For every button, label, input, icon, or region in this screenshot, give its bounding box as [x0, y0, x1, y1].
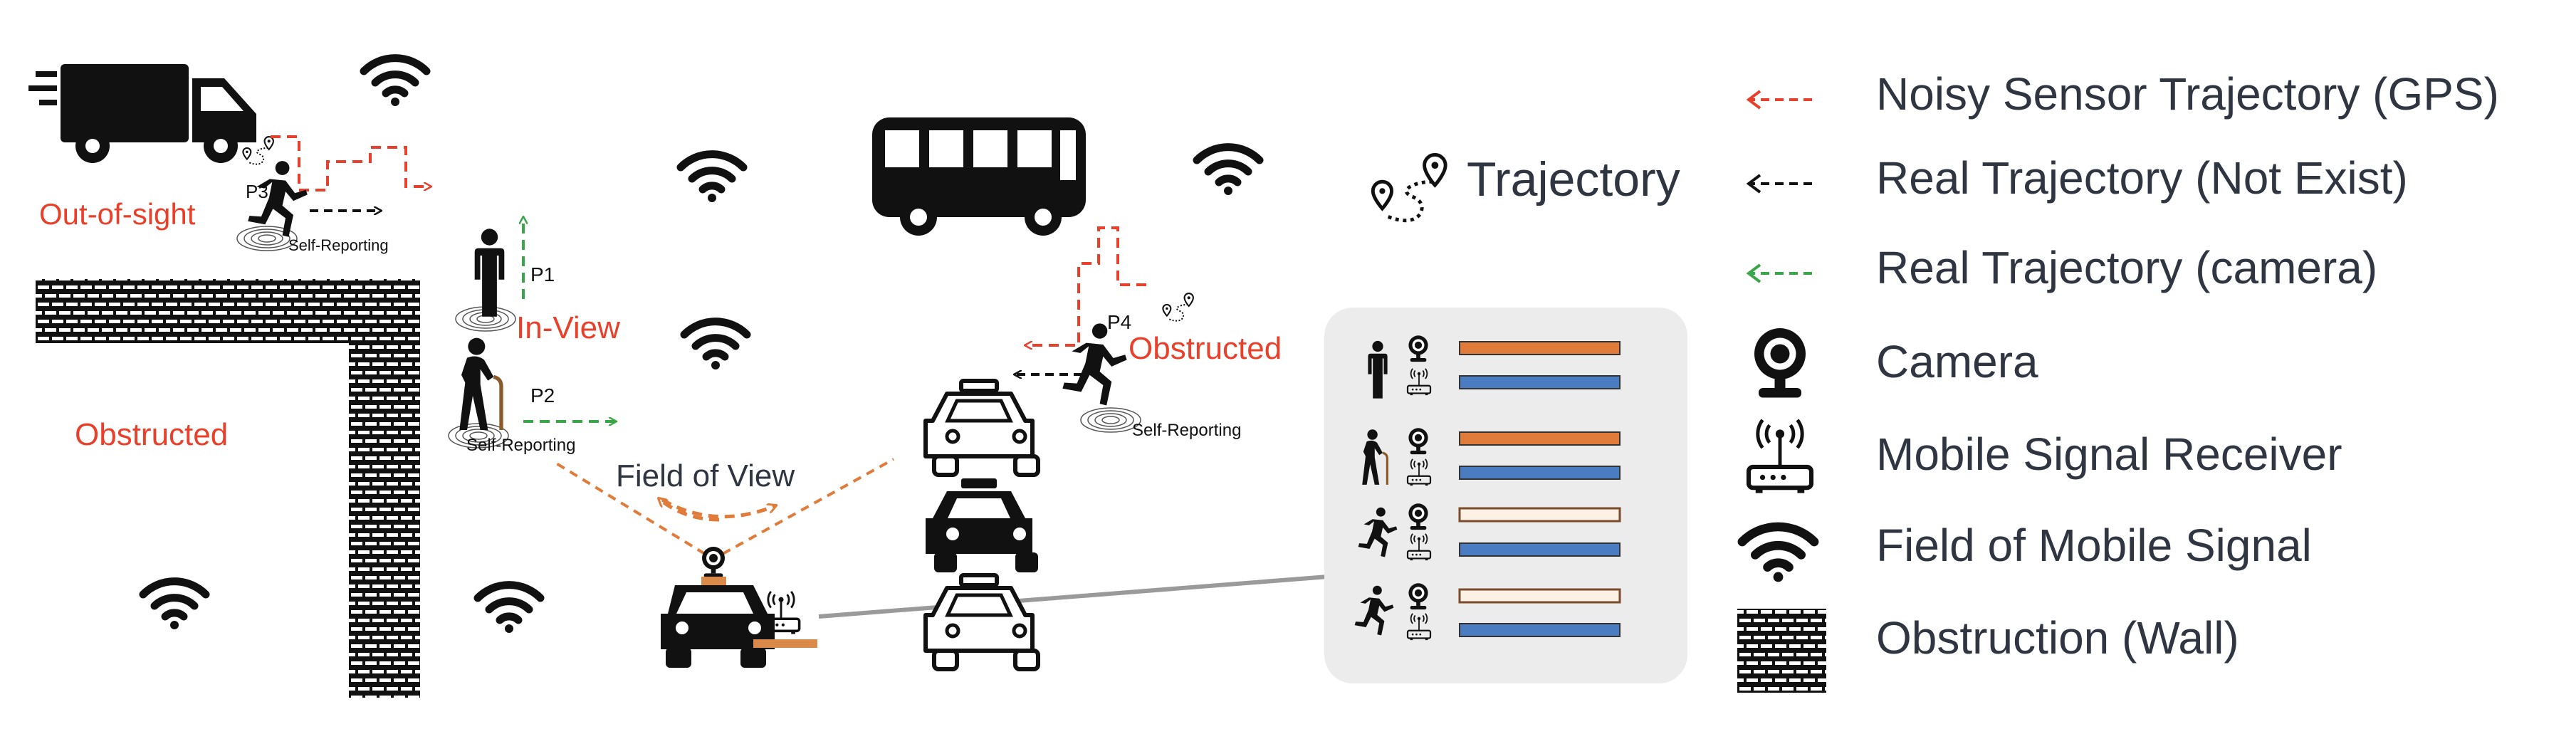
panel-bar-mobile [1459, 623, 1621, 637]
camera-icon [1754, 328, 1806, 398]
p1-label: P1 [530, 263, 555, 285]
wall-icon [1737, 609, 1826, 693]
self-reporting-label-p3: Self-Reporting [288, 236, 389, 254]
legend-label-camera: Camera [1876, 336, 2038, 387]
panel-bar-camera-filled [1459, 431, 1621, 446]
panel-bar-camera-filled [1459, 341, 1621, 355]
fov-right-edge [722, 458, 894, 555]
panel-bar-mobile [1459, 542, 1621, 557]
panel-bar-mobile [1459, 466, 1621, 480]
obstructed-left-label: Obstructed [75, 417, 228, 452]
legend-label-signal: Field of Mobile Signal [1876, 520, 2312, 571]
legend: Noisy Sensor Trajectory (GPS) Real Traje… [1737, 68, 2499, 693]
location-pin-icon [1162, 293, 1194, 322]
panel-bar-camera-empty [1458, 588, 1621, 604]
wifi-icon [681, 154, 743, 202]
in-view-label: In-View [516, 310, 620, 345]
fov-arc-right [661, 498, 776, 519]
field-of-view-label: Field of View [616, 458, 795, 493]
truck-icon [28, 64, 256, 163]
wall-obstruction [36, 279, 420, 698]
p1-standing-person [474, 229, 505, 317]
self-reporting-label-p4: Self-Reporting [1132, 421, 1241, 440]
obstructed-right-label: Obstructed [1129, 331, 1282, 366]
camera-car [661, 547, 817, 668]
wifi-icon [1742, 527, 1814, 582]
fov-arc-left [659, 498, 720, 522]
wifi-icon [364, 58, 426, 106]
p3-label: P3 [246, 181, 268, 202]
bus-icon [872, 117, 1086, 236]
legend-label-not-exist: Real Trajectory (Not Exist) [1876, 152, 2408, 204]
taxi-white-bottom [923, 573, 1040, 671]
legend-label-receiver: Mobile Signal Receiver [1876, 429, 2342, 480]
out-of-sight-label: Out-of-sight [39, 197, 196, 231]
taxi-white-top [923, 379, 1040, 477]
noisy-trajectory-p3 [271, 135, 431, 192]
p4-label: P4 [1107, 311, 1131, 333]
panel-bar-mobile [1459, 375, 1621, 389]
self-reporting-label-p2: Self-Reporting [466, 436, 575, 455]
data-panel [1324, 308, 1687, 683]
wifi-icon [143, 582, 206, 629]
p4-runner [1062, 323, 1127, 406]
legend-label-camera-trajectory: Real Trajectory (camera) [1876, 242, 2377, 293]
legend-green-arrowhead [1746, 263, 1761, 283]
p2-elder-person [459, 338, 501, 430]
wifi-icon [1197, 147, 1260, 195]
legend-red-arrowhead [1746, 90, 1761, 110]
legend-label-wall: Obstruction (Wall) [1876, 612, 2239, 664]
trajectory-label: Trajectory [1467, 152, 1680, 206]
car-camera-icon [702, 547, 725, 578]
p2-label: P2 [530, 384, 555, 407]
wifi-icon [478, 585, 540, 633]
taxi-black-middle [926, 478, 1038, 572]
legend-black-arrowhead [1746, 174, 1761, 194]
wifi-icon [684, 322, 747, 369]
mobile-signal-receiver-icon [1749, 420, 1811, 493]
connector-line [818, 575, 1329, 619]
noisy-trajectory-p4 [1025, 226, 1146, 345]
trajectory-icon [1373, 154, 1445, 220]
panel-bar-camera-empty [1458, 507, 1621, 523]
legend-label-gps: Noisy Sensor Trajectory (GPS) [1876, 68, 2499, 120]
